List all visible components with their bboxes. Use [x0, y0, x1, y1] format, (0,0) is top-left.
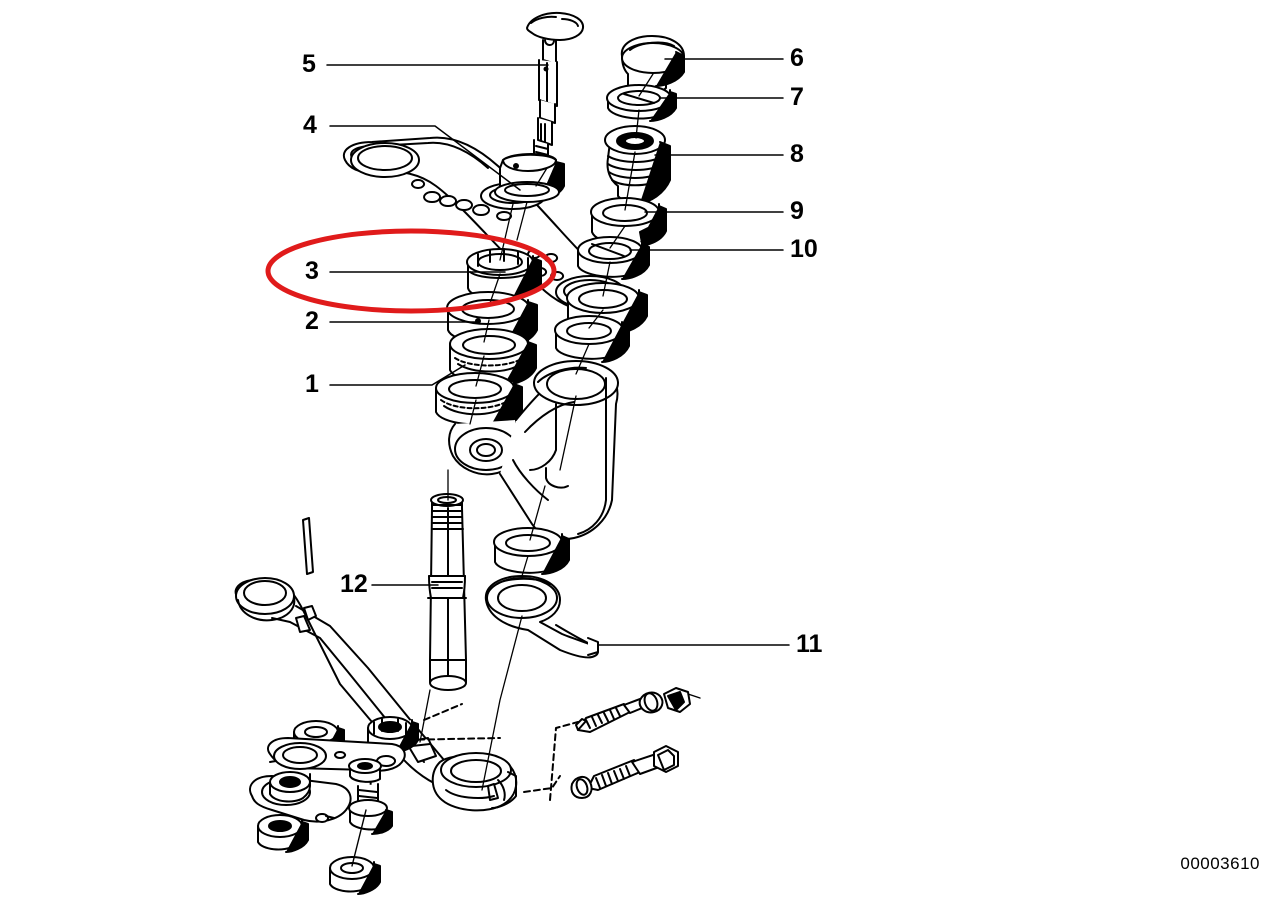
part-11-lower-clamp-arm	[484, 575, 599, 659]
leader-line-4	[329, 125, 521, 191]
callout-number-12: 12	[340, 570, 368, 598]
callout-number-3: 3	[305, 257, 319, 285]
right-column-washer-b	[554, 315, 630, 363]
callout-number-1: 1	[305, 370, 319, 398]
leader-line-1	[329, 364, 466, 386]
part-7-lock-washer	[606, 84, 677, 122]
part-9-bearing-race	[590, 197, 667, 247]
red-ellipse-annotation	[265, 228, 557, 314]
assembly-centre-lines	[419, 73, 654, 791]
part-5-steering-stem-bolt	[526, 11, 585, 168]
bottom-right-fasteners	[523, 687, 701, 801]
diagram-part-number: 00003610	[1180, 854, 1260, 873]
small-dowel-pin	[302, 517, 314, 575]
lower-triple-clamp-body	[448, 360, 619, 541]
part-12-fork-tube	[427, 493, 467, 691]
callout-number-5: 5	[302, 50, 316, 78]
callout-number-6: 6	[790, 44, 804, 72]
callout-number-11: 11	[796, 630, 823, 658]
part-6-cap-cover	[620, 35, 685, 94]
lower-fork-bridge	[234, 577, 518, 812]
callout-number-9: 9	[790, 197, 804, 225]
bottom-left-bushing-cluster	[249, 703, 501, 895]
part-3-adjusting-ring-nut	[466, 248, 542, 301]
callout-leader-lines	[326, 58, 790, 646]
part-1-taper-roller-bearings	[435, 328, 537, 428]
part-8-threaded-bushing	[604, 125, 671, 204]
callout-number-10: 10	[790, 235, 818, 263]
part-4-stem-cap	[494, 153, 565, 203]
callout-number-8: 8	[790, 140, 804, 168]
callout-number-2: 2	[305, 307, 319, 335]
callout-number-7: 7	[790, 83, 804, 111]
callout-number-4: 4	[303, 111, 317, 139]
lower-stem-washers	[493, 527, 570, 575]
